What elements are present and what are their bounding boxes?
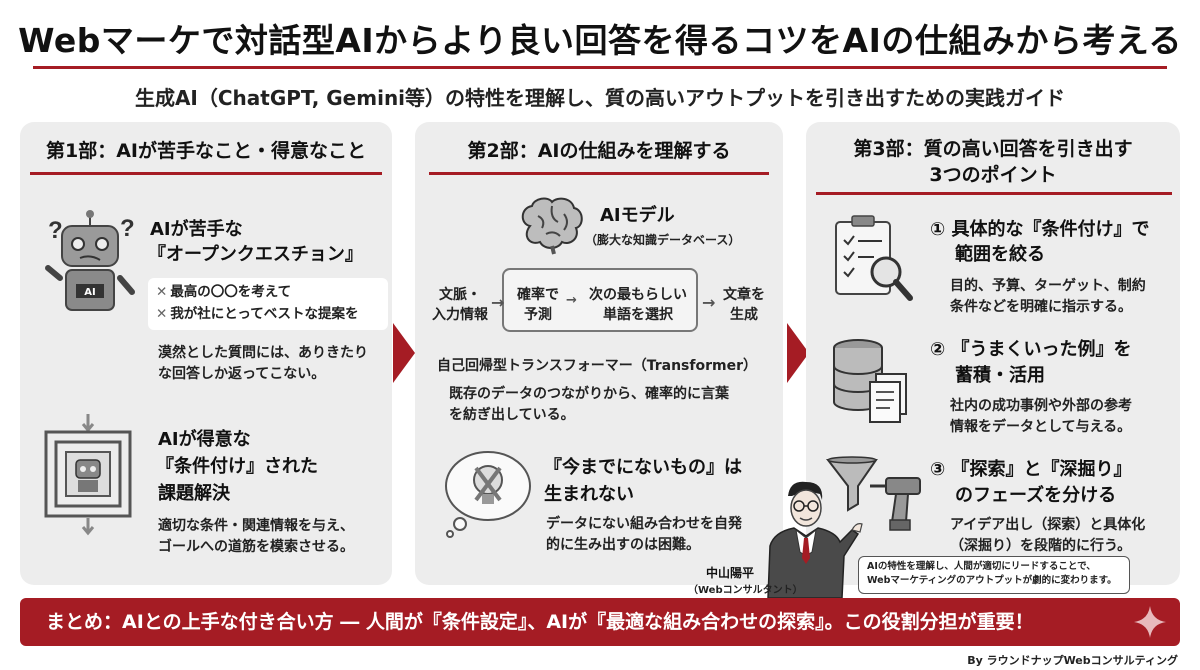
point2-desc-line2: 情報をデータとして与える。 bbox=[950, 419, 1132, 435]
prediction-process-box bbox=[502, 268, 698, 332]
strong-title-line1: AIが得意な bbox=[158, 429, 251, 450]
summary-banner: まとめ：AIとの上手な付き合い方 ― 人間が『条件設定』、AIが『最適な組み合わ… bbox=[20, 598, 1180, 646]
part2-panel: 第2部：AIの仕組みを理解する bbox=[415, 122, 783, 585]
point1-desc-line1: 目的、予算、ターゲット、制約 bbox=[950, 278, 1146, 294]
point3-title-line1: ③ 『探索』と『深掘り』 bbox=[930, 459, 1132, 480]
weak-title-line1: AIが苦手な bbox=[150, 219, 243, 240]
point3-desc-line1: アイデア出し（探索）と具体化 bbox=[950, 517, 1146, 533]
point3-desc-line2: （深掘り）を段階的に行う。 bbox=[950, 538, 1132, 554]
weak-example-item: ✕最高の〇〇を考えて bbox=[156, 284, 292, 300]
part1-panel: 第1部：AIが苦手なこと・得意なこと bbox=[20, 122, 392, 585]
credit-text: By ラウンドナップWebコンサルティング bbox=[967, 654, 1178, 667]
part1-heading-rule bbox=[30, 172, 382, 175]
architecture-desc-line2: を紡ぎ出している。 bbox=[449, 407, 575, 423]
part1-heading: 第1部：AIが苦手なこと・得意なこと bbox=[46, 140, 366, 162]
flow-step-arrow: → bbox=[566, 293, 577, 308]
part3-heading-line1: 第3部：質の高い回答を引き出す bbox=[853, 138, 1133, 160]
part3-heading-rule bbox=[816, 192, 1172, 195]
funnel-drill-icon bbox=[826, 456, 921, 531]
strong-title-line3: 課題解決 bbox=[158, 483, 230, 504]
weak-example-item: ✕我が社にとってベストな提案を bbox=[156, 305, 359, 322]
limit-title-line1: 『今までにないもの』は bbox=[544, 457, 742, 478]
flow-step-input: 文脈・入力情報 bbox=[432, 287, 488, 324]
presenter-name: 中山陽平 bbox=[706, 566, 755, 580]
weak-desc-line2: な回答しか返ってこない。 bbox=[158, 366, 326, 382]
question-mark-right: ? bbox=[120, 215, 135, 242]
bubble-line2: Webマーケティングのアウトプットが劇的に変わります。 bbox=[867, 575, 1117, 587]
weak-examples-box: ✕最高の〇〇を考えて ✕我が社にとってベストな提案を bbox=[148, 278, 388, 330]
point3-title-line2: のフェーズを分ける bbox=[955, 485, 1117, 506]
checklist-magnifier-icon bbox=[835, 215, 913, 301]
point2-title-line1: ② 『うまくいった例』を bbox=[930, 339, 1132, 360]
flow-step-generate: 文章を生成 bbox=[723, 287, 765, 324]
brain-icon bbox=[521, 197, 583, 255]
strong-desc-line1: 適切な条件・関連情報を与え、 bbox=[158, 518, 354, 534]
sparkle-icon bbox=[1134, 606, 1166, 638]
point2-desc-line1: 社内の成功事例や外部の参考 bbox=[950, 398, 1132, 414]
flow-step-predict: 確率で予測 bbox=[517, 287, 559, 324]
confused-robot-icon: ? ? bbox=[45, 210, 135, 311]
limit-title-line2: 生まれない bbox=[544, 484, 634, 505]
limit-desc-line2: 的に生み出すのは困難。 bbox=[546, 537, 700, 553]
cross-icon: ✕ bbox=[156, 284, 168, 300]
flow-step-arrow: → bbox=[491, 293, 505, 312]
part3-panel: 第3部：質の高い回答を引き出す 3つのポイント bbox=[806, 122, 1180, 585]
title-divider bbox=[33, 66, 1167, 69]
architecture-title: 自己回帰型トランスフォーマー（Transformer） bbox=[437, 358, 757, 374]
point1-title-line2: 範囲を絞る bbox=[955, 244, 1045, 265]
point2-title-line2: 蓄積・活用 bbox=[955, 365, 1045, 386]
point1-desc-line2: 条件などを明確に指示する。 bbox=[950, 299, 1132, 315]
presenter-speech-bubble: AIの特性を理解し、人間が適切にリードすることで、 Webマーケティングのアウト… bbox=[858, 556, 1130, 594]
question-mark-left: ? bbox=[48, 217, 63, 244]
crossed-lightbulb-icon bbox=[445, 451, 531, 538]
ai-model-title: AIモデル bbox=[600, 205, 675, 226]
part2-heading: 第2部：AIの仕組みを理解する bbox=[467, 140, 731, 162]
flow-arrow-2 bbox=[787, 323, 809, 383]
architecture-desc-line1: 既存のデータのつながりから、確率的に言葉 bbox=[449, 386, 729, 402]
limit-desc-line1: データにない組み合わせを自発 bbox=[546, 516, 742, 532]
point1-title-line1: ① 具体的な『条件付け』で bbox=[930, 219, 1150, 240]
ai-model-subtitle: （膨大な知識データベース） bbox=[585, 233, 741, 247]
cross-icon: ✕ bbox=[156, 305, 168, 322]
strong-title-line2: 『条件付け』された bbox=[156, 456, 318, 477]
flow-step-arrow: → bbox=[702, 293, 716, 312]
presenter-role: （Webコンサルタント） bbox=[688, 585, 803, 596]
strong-desc-line2: ゴールへの道筋を模索させる。 bbox=[158, 539, 354, 555]
part2-heading-rule bbox=[429, 172, 769, 175]
summary-text: まとめ：AIとの上手な付き合い方 ― 人間が『条件設定』、AIが『最適な組み合わ… bbox=[46, 611, 1034, 633]
presenter-illustration bbox=[767, 481, 863, 598]
maze-robot-icon bbox=[44, 414, 132, 536]
robot-ai-badge: AI bbox=[84, 287, 96, 298]
weak-title-line2: 『オープンクエスチョン』 bbox=[148, 244, 363, 265]
database-documents-icon bbox=[833, 339, 907, 423]
bubble-line1: AIの特性を理解し、人間が適切にリードすることで、 bbox=[867, 561, 1096, 572]
weak-desc-line1: 漠然とした質問には、ありきたり bbox=[158, 345, 368, 361]
page-subtitle: 生成AI（ChatGPT, Gemini等）の特性を理解し、質の高いアウトプット… bbox=[134, 86, 1066, 110]
flow-step-select-word: 次の最もらしい単語を選択 bbox=[589, 287, 687, 324]
page-title: Webマーケで対話型AIからより良い回答を得るコツをAIの仕組みから考える bbox=[18, 21, 1182, 60]
part3-heading-line2: 3つのポイント bbox=[929, 164, 1057, 186]
flow-arrow-1 bbox=[393, 323, 415, 383]
